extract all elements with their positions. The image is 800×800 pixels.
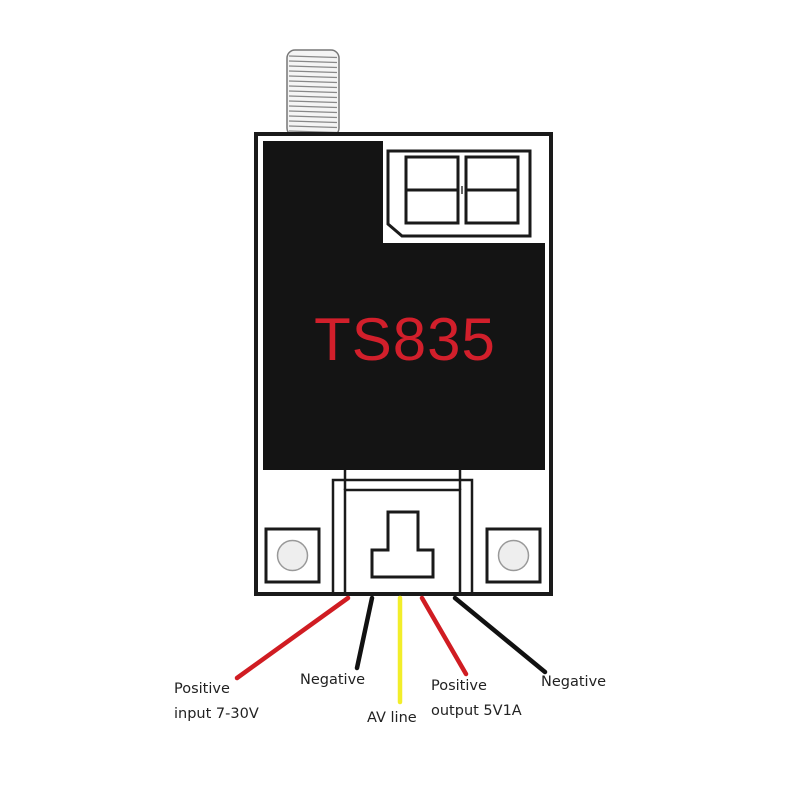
wire-positive-input: [234, 595, 351, 681]
thread-line: [288, 85, 338, 89]
wire-label-positive-output: Positive output 5V1A: [431, 674, 522, 724]
label-line: Positive: [431, 678, 487, 694]
label-line: Negative: [541, 674, 607, 690]
wire-positive-output: [419, 595, 469, 677]
wire-negative-output: [452, 595, 548, 675]
thread-line: [288, 115, 338, 119]
thread-line: [288, 100, 338, 104]
thread-line: [288, 105, 338, 109]
antenna-connector: [286, 49, 340, 137]
thread-line: [288, 75, 338, 79]
wire-label-av-line: AV line: [367, 706, 417, 731]
wire-label-positive-input: Positive input 7-30V: [174, 677, 259, 727]
thread-line: [288, 125, 338, 129]
mounting-pad-right: [485, 527, 542, 584]
thread-line: [288, 60, 338, 64]
thread-line: [288, 55, 338, 59]
label-line: input 7-30V: [174, 706, 259, 722]
digit-left: [404, 155, 460, 225]
wire-negative-input: [354, 595, 375, 671]
thread-line: [288, 90, 338, 94]
digit-right: [464, 155, 520, 225]
label-line: AV line: [367, 710, 417, 726]
label-line: Negative: [300, 672, 366, 688]
label-line: output 5V1A: [431, 703, 522, 719]
thread-line: [288, 80, 338, 84]
model-label: TS835: [314, 306, 496, 373]
thread-line: [288, 120, 338, 124]
thread-line: [288, 65, 338, 69]
mounting-pad-left: [264, 527, 321, 584]
thread-line: [288, 70, 338, 74]
thread-line: [288, 95, 338, 99]
wire-label-negative-input: Negative: [300, 668, 365, 693]
wire-label-negative-output: Negative: [541, 670, 606, 695]
wire-connector: [331, 470, 474, 596]
thread-line: [288, 110, 338, 114]
shield: [263, 141, 545, 470]
label-line: Positive: [174, 681, 230, 697]
